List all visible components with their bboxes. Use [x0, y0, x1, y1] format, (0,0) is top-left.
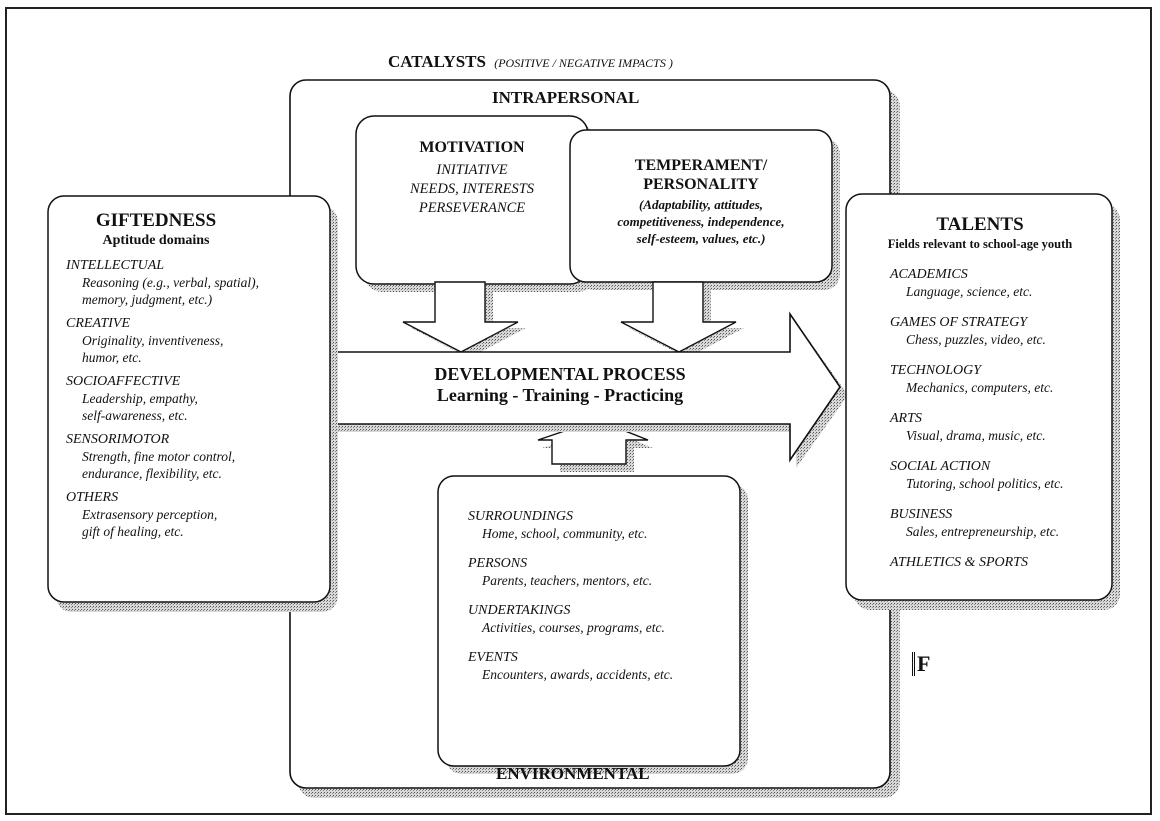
talent-field-name: SOCIAL ACTION [890, 459, 991, 474]
motivation-line: INITIATIVE [436, 162, 508, 178]
temperament-content: TEMPERAMENT/ PERSONALITY (Adaptability, … [570, 156, 832, 247]
domain-name: CREATIVE [66, 316, 131, 331]
domain-detail: memory, judgment, etc.) [82, 292, 213, 307]
environmental-label: ENVIRONMENTAL [496, 764, 650, 783]
talent-field-name: ARTS [890, 411, 922, 426]
talent-field-name: ATHLETICS & SPORTS [890, 555, 1028, 570]
environment-box [437, 475, 741, 767]
process-title: DEVELOPMENTAL PROCESS [434, 364, 686, 384]
domain-name: SOCIOAFFECTIVE [66, 374, 181, 389]
talents-subtitle: Fields relevant to school-age youth [887, 237, 1073, 251]
environment-item-detail: Home, school, community, etc. [482, 526, 648, 541]
giftedness-content: GIFTEDNESS Aptitude domains INTELLECTUAL… [66, 210, 326, 540]
motivation-content: MOTIVATION INITIATIVE NEEDS, INTERESTS P… [356, 138, 588, 218]
talents-title: TALENTS [936, 214, 1024, 235]
domain-detail: Reasoning (e.g., verbal, spatial), [82, 275, 259, 290]
environment-item-name: PERSONS [468, 556, 528, 571]
temperament-line: self-esteem, values, etc.) [636, 231, 766, 246]
domain-detail: Originality, inventiveness, [82, 333, 224, 348]
temperament-title-line: PERSONALITY [643, 176, 759, 193]
domain-name: INTELLECTUAL [66, 258, 165, 273]
process-subtitle: Learning - Training - Practicing [436, 385, 684, 405]
environment-item-detail: Activities, courses, programs, etc. [482, 620, 665, 635]
catalysts-heading: CATALYSTS (POSITIVE / NEGATIVE IMPACTS ) [388, 52, 673, 72]
domain-detail: gift of healing, etc. [82, 524, 184, 539]
environment-item-detail: Parents, teachers, mentors, etc. [482, 573, 653, 588]
talent-field-detail: Mechanics, computers, etc. [906, 380, 1054, 395]
process-content: DEVELOPMENTAL PROCESS Learning - Trainin… [360, 364, 760, 406]
domain-name: SENSORIMOTOR [66, 432, 170, 447]
motivation-line: NEEDS, INTERESTS [409, 181, 535, 197]
domain-detail: Leadership, empathy, [82, 391, 198, 406]
talent-field-detail: Sales, entrepreneurship, etc. [906, 524, 1060, 539]
motivation-line: PERSEVERANCE [418, 200, 526, 216]
environment-item-name: EVENTS [468, 650, 518, 665]
logo-icon: F [912, 652, 930, 676]
environment-item-name: SURROUNDINGS [468, 509, 573, 524]
domain-detail: self-awareness, etc. [82, 408, 188, 423]
motivation-arrow [402, 281, 519, 353]
catalysts-title: CATALYSTS [388, 52, 486, 71]
temperament-line: (Adaptability, attitudes, [638, 197, 764, 212]
giftedness-box [47, 195, 331, 603]
catalysts-subtitle: (POSITIVE / NEGATIVE IMPACTS ) [494, 56, 673, 70]
talent-field-detail: Tutoring, school politics, etc. [906, 476, 1064, 491]
domain-detail: endurance, flexibility, etc. [82, 466, 222, 481]
temperament-arrow [620, 281, 737, 353]
figure-frame [5, 7, 1152, 815]
talent-field-detail: Chess, puzzles, video, etc. [906, 332, 1046, 347]
talent-field-name: TECHNOLOGY [890, 363, 982, 378]
domain-detail: humor, etc. [82, 350, 142, 365]
talent-field-name: BUSINESS [890, 507, 953, 522]
domain-detail: Strength, fine motor control, [82, 449, 236, 464]
talent-field-detail: Visual, drama, music, etc. [906, 428, 1046, 443]
intrapersonal-label: INTRAPERSONAL [492, 88, 640, 107]
motivation-title: MOTIVATION [419, 139, 525, 156]
domain-detail: Extrasensory perception, [82, 507, 218, 522]
temperament-line: competitiveness, independence, [617, 214, 785, 229]
environment-item-name: UNDERTAKINGS [468, 603, 571, 618]
environment-item-detail: Encounters, awards, accidents, etc. [482, 667, 674, 682]
environment-content: SURROUNDINGS Home, school, community, et… [468, 508, 730, 683]
talents-box [845, 193, 1113, 601]
giftedness-subtitle: Aptitude domains [102, 233, 210, 248]
talent-field-name: GAMES OF STRATEGY [890, 315, 1028, 330]
talent-field-detail: Language, science, etc. [906, 284, 1033, 299]
giftedness-title: GIFTEDNESS [95, 210, 217, 231]
talents-content: TALENTS Fields relevant to school-age yo… [852, 214, 1108, 571]
talent-field-name: ACADEMICS [890, 267, 968, 282]
domain-name: OTHERS [66, 490, 119, 505]
temperament-title-line: TEMPERAMENT/ [634, 157, 768, 174]
